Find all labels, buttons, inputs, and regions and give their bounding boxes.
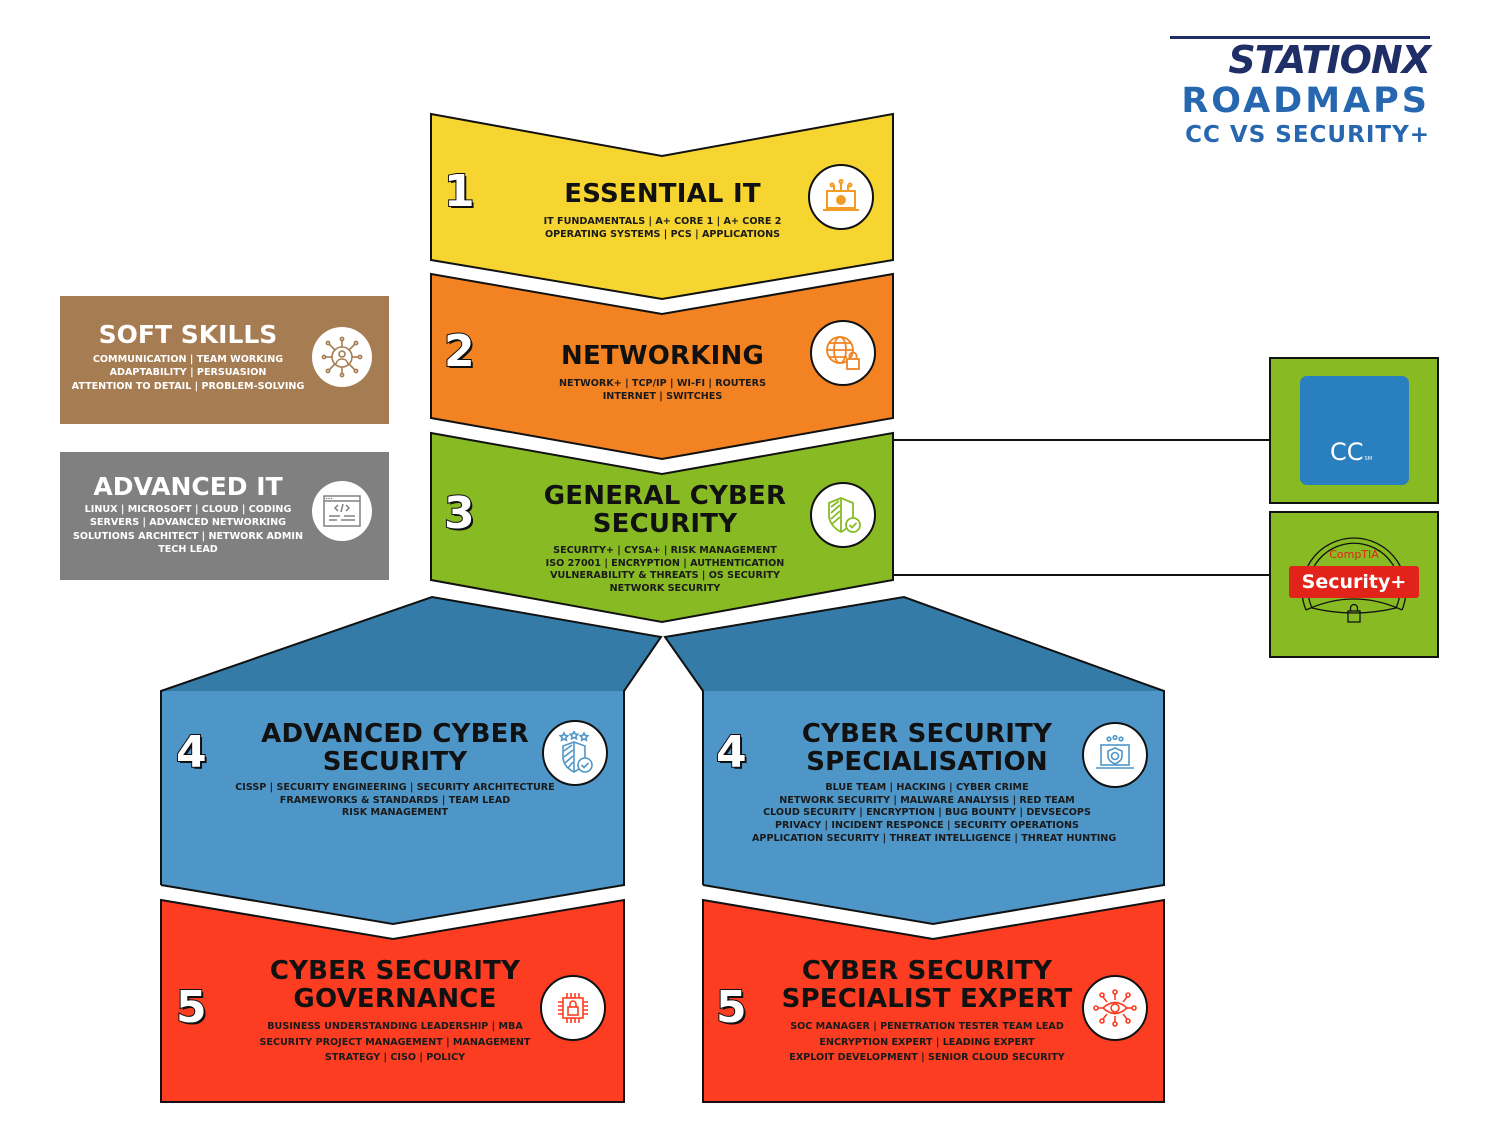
level-3-icon	[810, 482, 876, 548]
advanced-it-list: LINUX | MICROSOFT | CLOUD | CODING SERVE…	[72, 504, 304, 556]
soft-skills-list: COMMUNICATION | TEAM WORKING ADAPTABILIT…	[71, 354, 305, 392]
level-3-number: 3	[443, 487, 476, 540]
roadmap-subtitle: CC VS SECURITY+	[1185, 122, 1430, 148]
level-5a-title: CYBER SECURITY GOVERNANCE	[269, 956, 521, 1015]
roadmaps-label: ROADMAPS	[1181, 81, 1430, 121]
cert-cc-label: CCSM	[1330, 438, 1373, 466]
eye-network-icon	[1093, 989, 1137, 1027]
level-1-icon	[808, 164, 874, 230]
level-3-skills: SECURITY+ | CYSA+ | RISK MANAGEMENT ISO …	[545, 545, 785, 595]
level-3-content: GENERAL CYBER SECURITY SECURITY+ | CYSA+…	[500, 482, 830, 596]
cert-secplus-badge: CompTIA Security+	[1284, 528, 1424, 638]
level-5a-shape	[160, 898, 625, 1103]
level-4b-skills: BLUE TEAM | HACKING | CYBER CRIME NETWOR…	[752, 782, 1117, 844]
level-4b-number: 4	[715, 726, 748, 779]
level-4b-icon	[1082, 722, 1148, 788]
shield-check-icon	[828, 497, 861, 534]
soft-skills-content: SOFT SKILLS COMMUNICATION | TEAM WORKING…	[66, 320, 310, 393]
level-5a-content: CYBER SECURITY GOVERNANCE BUSINESS UNDER…	[225, 957, 565, 1065]
level-1-title: ESSENTIAL IT	[564, 179, 761, 209]
cert-secplus-label: Security+	[1289, 566, 1419, 598]
code-window-icon	[323, 495, 361, 527]
level-4b-body	[703, 691, 1164, 924]
level-4a-body	[161, 691, 624, 924]
advanced-it-content: ADVANCED IT LINUX | MICROSOFT | CLOUD | …	[66, 472, 310, 557]
level-4a-title: ADVANCED CYBER SECURITY	[261, 719, 529, 778]
level-2-skills: NETWORK+ | TCP/IP | WI-FI | ROUTERS INTE…	[559, 378, 766, 402]
level-1-number: 1	[443, 165, 476, 218]
globe-lock-icon	[826, 336, 860, 370]
shield-stars-icon	[558, 731, 593, 773]
level-5b-content: CYBER SECURITY SPECIALIST EXPERT SOC MAN…	[752, 957, 1102, 1065]
level-5b-skills: SOC MANAGER | PENETRATION TESTER TEAM LE…	[789, 1021, 1065, 1063]
level-5b-number: 5	[715, 981, 748, 1034]
level-4b-content: CYBER SECURITY SPECIALISATION BLUE TEAM …	[752, 719, 1117, 845]
level-5a-skills: BUSINESS UNDERSTANDING LEADERSHIP | MBA …	[259, 1021, 531, 1063]
chip-lock-icon	[558, 993, 588, 1023]
level-4a-number: 4	[175, 726, 208, 779]
level-1-shape	[430, 112, 894, 301]
level-4b-title: CYBER SECURITY SPECIALISATION	[801, 719, 1053, 778]
advanced-it-icon	[312, 481, 372, 541]
level-5b-title: CYBER SECURITY SPECIALIST EXPERT	[781, 956, 1073, 1015]
level-1-content: ESSENTIAL IT IT FUNDAMENTALS | A+ CORE 1…	[500, 180, 825, 241]
level-3-title: GENERAL CYBER SECURITY	[543, 481, 787, 540]
cert-secplus-vendor: CompTIA	[1329, 548, 1379, 561]
laptop-shield-icon	[1096, 735, 1134, 769]
level-5b-shape	[702, 898, 1165, 1103]
level-5a-number: 5	[175, 981, 208, 1034]
level-2-number: 2	[443, 325, 476, 378]
level-5b-icon	[1082, 975, 1148, 1041]
level-2-shape	[430, 272, 894, 461]
cert-cc-badge: CCSM	[1300, 376, 1409, 485]
level-2-title: NETWORKING	[561, 341, 764, 371]
advanced-it-title: ADVANCED IT	[93, 472, 283, 501]
stationx-logo: STATIONX	[1228, 38, 1431, 82]
level-5a-icon	[540, 975, 606, 1041]
level-4a-icon	[542, 720, 608, 786]
laptop-gear-icon	[823, 179, 859, 211]
level-4a-skills: CISSP | SECURITY ENGINEERING | SECURITY …	[235, 782, 555, 819]
level-4a-roof	[161, 597, 661, 691]
brand-block: STATIONX ROADMAPS CC VS SECURITY+	[1160, 32, 1431, 148]
people-network-icon	[321, 336, 363, 378]
level-2-content: NETWORKING NETWORK+ | TCP/IP | WI-FI | R…	[500, 342, 825, 403]
level-2-icon	[810, 320, 876, 386]
soft-skills-title: SOFT SKILLS	[98, 320, 278, 349]
level-3-shape	[430, 431, 894, 624]
soft-skills-icon	[312, 327, 372, 387]
level-1-skills: IT FUNDAMENTALS | A+ CORE 1 | A+ CORE 2 …	[543, 216, 782, 240]
level-4b-roof	[665, 597, 1164, 691]
level-4a-content: ADVANCED CYBER SECURITY CISSP | SECURITY…	[225, 720, 565, 820]
